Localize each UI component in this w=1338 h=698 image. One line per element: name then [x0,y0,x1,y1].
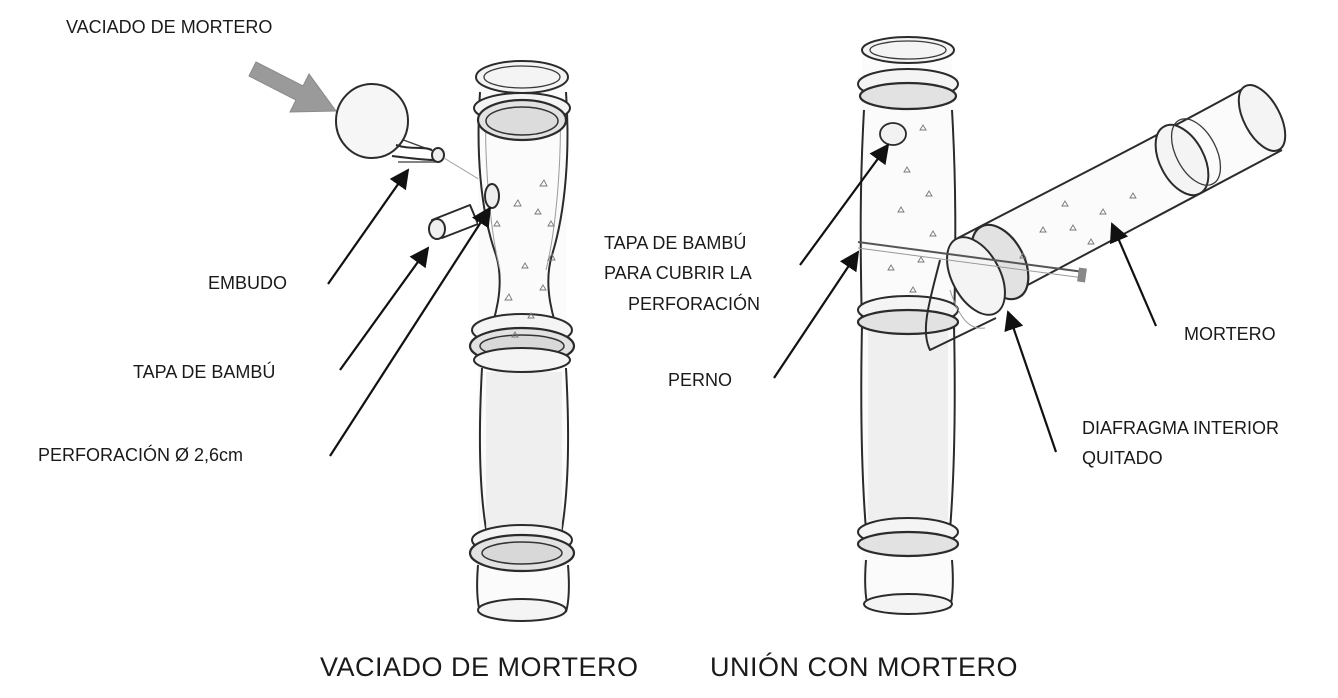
label-tapa-bambu: TAPA DE BAMBÚ [133,361,275,382]
funnel-icon [335,83,491,187]
left-figure: VACIADO DE MORTERO EMBUDO TAPA DE BAMBÚ … [38,17,576,622]
label-vaciado-top: VACIADO DE MORTERO [66,17,272,37]
perforation-hole [484,183,500,209]
leader-diafragma [1004,310,1058,453]
label-perno: PERNO [668,370,732,390]
bamboo-diagonal [924,84,1287,351]
bamboo-column-right [856,36,960,615]
right-figure: TAPA DE BAMBÚ PARA CUBRIR LA PERFORACIÓN… [604,36,1287,615]
label-embudo: EMBUDO [208,273,287,293]
covered-perforation [879,122,907,146]
leader-tapa-cubrir [799,143,890,266]
label-tapa-cubrir-line3: PERFORACIÓN [628,293,760,314]
label-mortero: MORTERO [1184,324,1276,344]
caption-right: UNIÓN CON MORTERO [710,651,1018,682]
bolt [857,241,1087,283]
label-perforacion: PERFORACIÓN Ø 2,6cm [38,444,243,465]
leader-mortero [1109,222,1158,327]
label-diafragma-line2: QUITADO [1082,448,1163,468]
leader-perno [773,250,860,379]
caption-left: VACIADO DE MORTERO [320,652,639,682]
bamboo-column-left [468,60,576,622]
label-diafragma-line1: DIAFRAGMA INTERIOR [1082,418,1279,438]
leader-perforacion [329,206,492,457]
leader-tapa-bambu [339,246,430,371]
label-tapa-cubrir-line1: TAPA DE BAMBÚ [604,232,746,253]
mortar-specks [493,179,556,338]
pour-direction-arrow [248,61,337,113]
label-tapa-cubrir-line2: PARA CUBRIR LA [604,263,752,283]
leader-embudo [327,168,410,285]
